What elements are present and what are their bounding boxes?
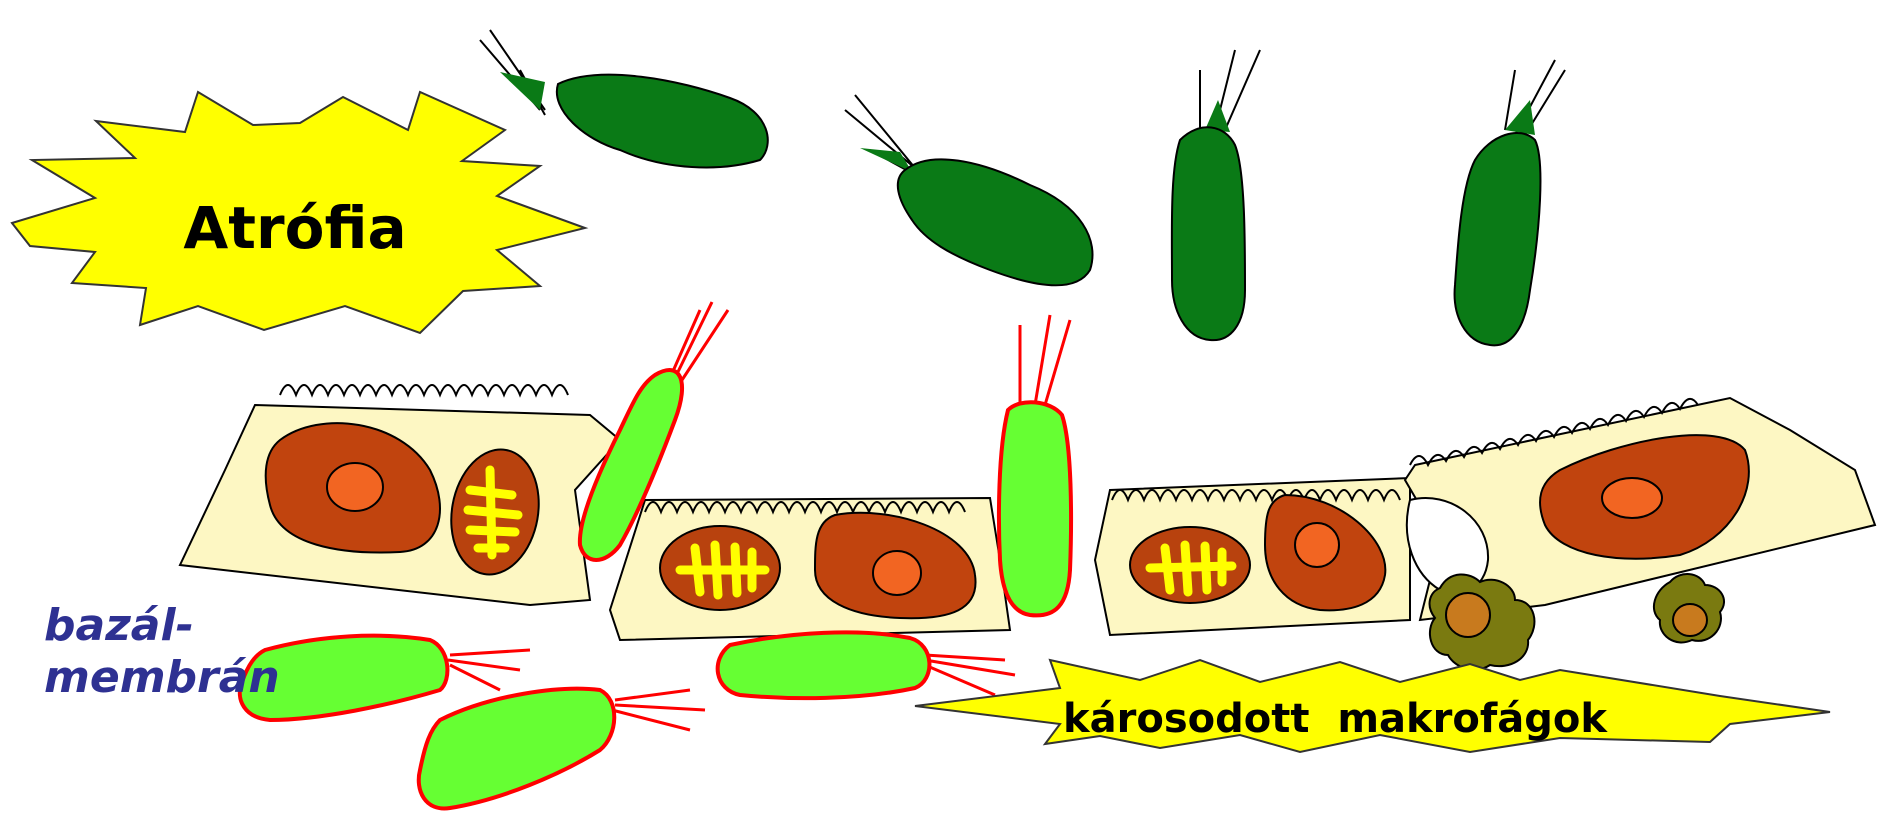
healthy-bacterium (1455, 60, 1565, 345)
damaged-bacterium (999, 315, 1071, 615)
mitochondrion (1130, 527, 1250, 603)
damaged-macrophages-burst: károsodott makrofágok (915, 660, 1830, 752)
damaged-macrophage (1654, 574, 1724, 642)
mitochondrion (660, 526, 780, 610)
damaged-macrophages-label: károsodott makrofágok (1063, 696, 1608, 742)
microvilli (280, 385, 568, 395)
epithelial-cell-right-middle (1095, 478, 1410, 635)
epithelial-cell-middle (610, 498, 1010, 640)
basal-membrane-label-line1: bazál- (44, 600, 280, 652)
damaged-bacterium (419, 689, 705, 809)
nucleolus (1295, 523, 1339, 567)
basal-membrane-label-line2: membrán (44, 652, 280, 704)
basal-membrane-label: bazál- membrán (44, 600, 280, 704)
nucleolus (1602, 478, 1662, 518)
nucleolus (873, 551, 921, 595)
damaged-bacterium (718, 632, 1015, 698)
epithelial-cell-left (180, 385, 620, 605)
healthy-bacteria-group (480, 30, 1565, 345)
atrophy-burst: Atrófia (12, 92, 585, 333)
healthy-bacterium (1172, 50, 1260, 340)
healthy-bacterium (480, 30, 768, 167)
atrophy-label: Atrófia (183, 194, 406, 262)
healthy-bacterium (845, 95, 1093, 285)
nucleolus (327, 463, 383, 511)
